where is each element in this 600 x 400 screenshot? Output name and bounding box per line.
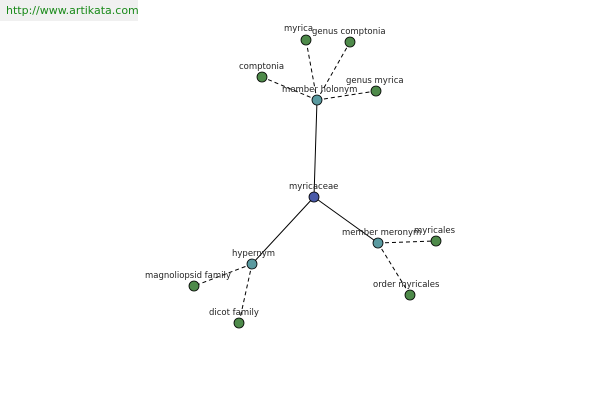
node-myricales[interactable] [430,235,442,247]
edge-hypernym-dicot-family [238,263,253,324]
node-member-meronym[interactable] [372,237,384,249]
label-member-meronym: member meronym [342,228,421,238]
edge-myricaceae-member-meronym [313,196,379,244]
edge-myricaceae-hypernym [251,196,315,265]
label-genus-myrica: genus myrica [346,76,404,86]
node-magnoliopsid-family[interactable] [188,280,200,292]
label-member-holonym: member holonym [282,85,357,95]
node-myrica[interactable] [300,34,312,46]
label-myrica: myrica [284,24,313,34]
label-myricaceae: myricaceae [289,182,338,192]
edge-member-holonym-genus-myrica [316,90,377,101]
node-comptonia[interactable] [256,71,268,83]
label-comptonia: comptonia [239,62,284,72]
edge-member-holonym-myrica [305,39,318,101]
edge-myricaceae-member-holonym [313,99,318,198]
label-myricales: myricales [414,226,456,236]
node-dicot-family[interactable] [233,317,245,329]
site-url-link[interactable]: http://www.artikata.com [0,0,139,21]
edge-member-holonym-comptonia [261,76,318,101]
node-myricaceae[interactable] [308,191,320,203]
label-magnoliopsid-family: magnoliopsid family [145,271,231,281]
label-order-myricales: order myricales [373,280,440,290]
node-genus-comptonia[interactable] [344,36,356,48]
label-hypernym: hypernym [232,249,275,259]
edge-hypernym-magnoliopsid-family [193,263,253,287]
node-genus-myrica[interactable] [370,85,382,97]
node-member-holonym[interactable] [311,94,323,106]
edge-member-meronym-myricales [377,240,437,244]
edge-member-meronym-order-myricales [377,242,411,296]
label-genus-comptonia: genus comptonia [312,27,386,37]
node-hypernym[interactable] [246,258,258,270]
node-order-myricales[interactable] [404,289,416,301]
label-dicot-family: dicot family [209,308,259,318]
